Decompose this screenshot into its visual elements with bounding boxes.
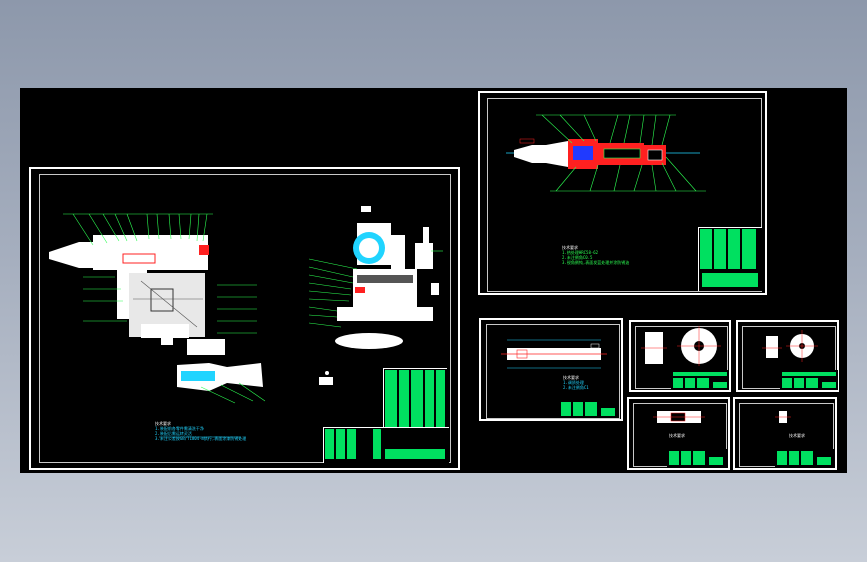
gear-part-2-title-block	[780, 370, 838, 390]
cad-canvas[interactable]: 技术要求 1.装配前各零件需清洗干净 2.装配后需运转灵活 3.未注公差按GB/…	[20, 88, 847, 473]
plate-drawing-icon	[653, 411, 705, 423]
drill-bit-inner-frame	[487, 98, 762, 292]
plate-title-block	[667, 449, 727, 467]
shaft-title-block	[559, 400, 619, 418]
shaft-technical-notes: 技术要求 1.调质处理 2.未注倒角C1	[563, 375, 589, 390]
small-part-sheet[interactable]: 技术要求	[733, 397, 837, 470]
small-part-title-block	[775, 449, 835, 467]
plate-part-sheet[interactable]: 技术要求	[627, 397, 730, 470]
gear-part-1-title-block	[671, 370, 729, 390]
plate-technical-notes: 技术要求	[669, 433, 685, 438]
gear-part-1-sheet[interactable]	[629, 320, 731, 392]
shaft-drawing-icon	[501, 339, 607, 369]
assembly-inner-frame	[39, 174, 451, 463]
assembly-title-block	[323, 427, 449, 463]
gear-part-2-sheet[interactable]	[736, 320, 839, 392]
assembly-technical-notes: 技术要求 1.装配前各零件需清洗干净 2.装配后需运转灵活 3.未注公差按GB/…	[155, 421, 247, 441]
drill-bit-sheet[interactable]: 技术要求 1.热处理HRC58-62 2.未注倒角C0.5 3.锐角倒钝,表面发…	[478, 91, 767, 295]
drill-bit-title-block	[698, 227, 762, 291]
small-part-technical-notes: 技术要求	[789, 433, 805, 438]
drill-bit-technical-notes: 技术要求 1.热处理HRC58-62 2.未注倒角C0.5 3.锐角倒钝,表面发…	[562, 245, 630, 265]
gear-drawing-icon	[762, 330, 818, 362]
small-part-drawing-icon	[775, 411, 791, 423]
assembly-sheet[interactable]: 技术要求 1.装配前各零件需清洗干净 2.装配后需运转灵活 3.未注公差按GB/…	[29, 167, 460, 470]
gear-drawing-icon	[641, 326, 721, 366]
shaft-part-inner-frame	[486, 324, 620, 419]
shaft-part-sheet[interactable]: 技术要求 1.调质处理 2.未注倒角C1	[479, 318, 623, 421]
assembly-drawing-icon	[49, 206, 443, 438]
drill-bit-section-icon	[506, 114, 706, 192]
